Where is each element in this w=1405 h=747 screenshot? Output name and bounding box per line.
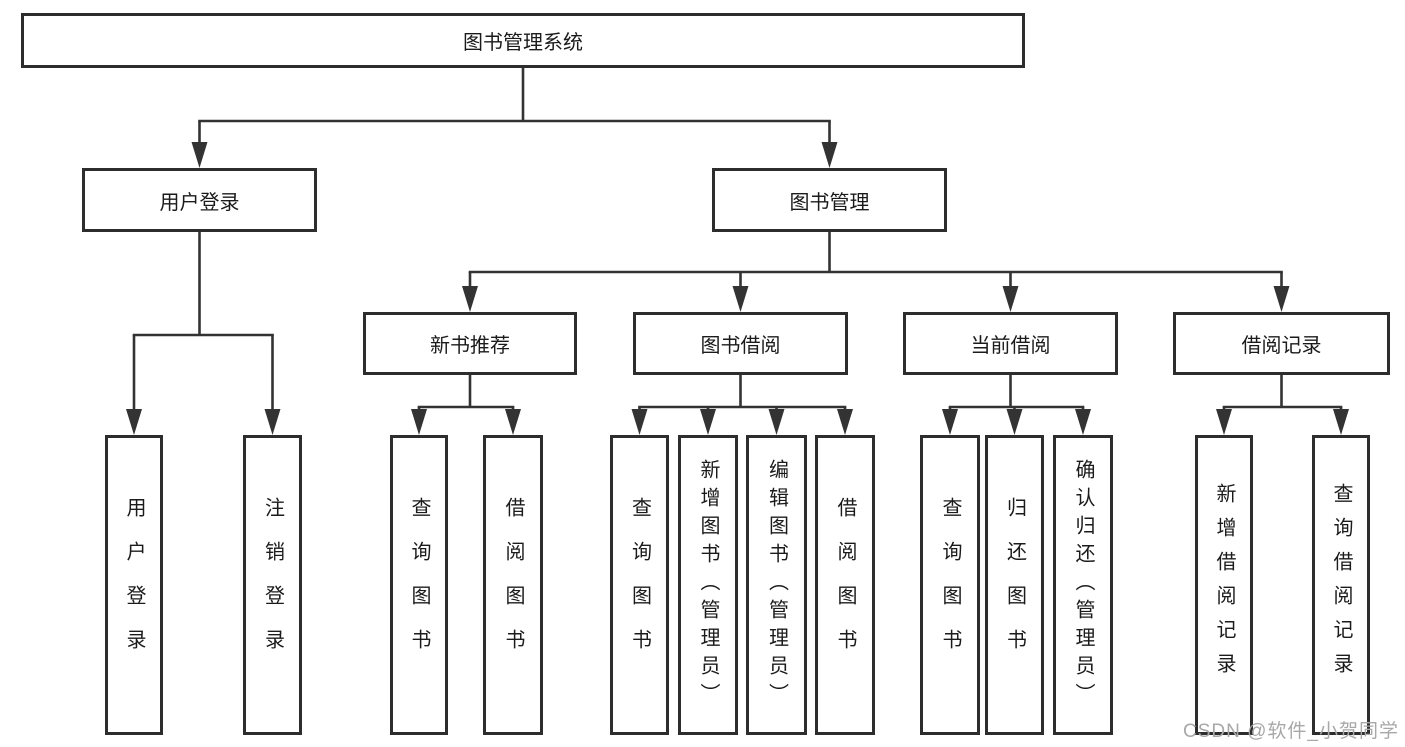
node-label: 借阅图书 — [834, 497, 856, 673]
node-label: 注销登录 — [261, 497, 284, 673]
node-book-mgmt: 图书管理 — [712, 168, 947, 232]
node-bb-edit: 编辑图书（管理员） — [746, 435, 807, 735]
node-label: 查询图书 — [408, 497, 430, 673]
node-label: 查询图书 — [939, 497, 961, 673]
node-new-book-rec: 新书推荐 — [363, 312, 577, 375]
node-label: 借阅图书 — [502, 497, 524, 673]
node-label: 查询借阅记录 — [1330, 483, 1352, 687]
node-bb-add: 新增图书（管理员） — [678, 435, 738, 735]
node-label: 图书借阅 — [700, 335, 781, 357]
node-label: 当前借阅 — [970, 335, 1051, 357]
node-label: 新增图书（管理员） — [697, 459, 719, 711]
node-nbr-query: 查询图书 — [390, 435, 448, 735]
node-br-query: 查询借阅记录 — [1312, 435, 1370, 735]
node-cb-return: 归还图书 — [985, 435, 1044, 735]
node-logout: 注销登录 — [243, 435, 302, 735]
node-label: 归还图书 — [1003, 497, 1026, 673]
node-borrow-records: 借阅记录 — [1173, 312, 1390, 375]
node-user-login-action: 用户登录 — [105, 435, 163, 735]
node-nbr-borrow: 借阅图书 — [483, 435, 543, 735]
node-book-borrow: 图书借阅 — [633, 312, 848, 375]
node-label: 查询图书 — [628, 497, 651, 673]
node-label: 用户登录 — [123, 497, 145, 673]
watermark-text: CSDN @软件_小贺同学 — [1183, 721, 1399, 742]
node-cb-confirm: 确认归还（管理员） — [1053, 435, 1113, 735]
node-label: 图书管理 — [789, 191, 870, 214]
node-label: 借阅记录 — [1241, 335, 1322, 357]
node-cb-query: 查询图书 — [920, 435, 980, 735]
node-label: 新书推荐 — [430, 335, 510, 357]
node-user-login: 用户登录 — [82, 168, 317, 232]
node-label: 编辑图书（管理员） — [765, 459, 788, 711]
node-label: 确认归还（管理员） — [1072, 459, 1094, 711]
node-label: 用户登录 — [159, 191, 240, 214]
node-bb-borrow: 借阅图书 — [815, 435, 875, 735]
node-label: 新增借阅记录 — [1213, 483, 1235, 687]
node-current-borrow: 当前借阅 — [903, 312, 1118, 375]
node-br-add: 新增借阅记录 — [1195, 435, 1253, 735]
node-label: 图书管理系统 — [463, 32, 583, 54]
node-root: 图书管理系统 — [21, 13, 1025, 68]
node-bb-query: 查询图书 — [610, 435, 669, 735]
